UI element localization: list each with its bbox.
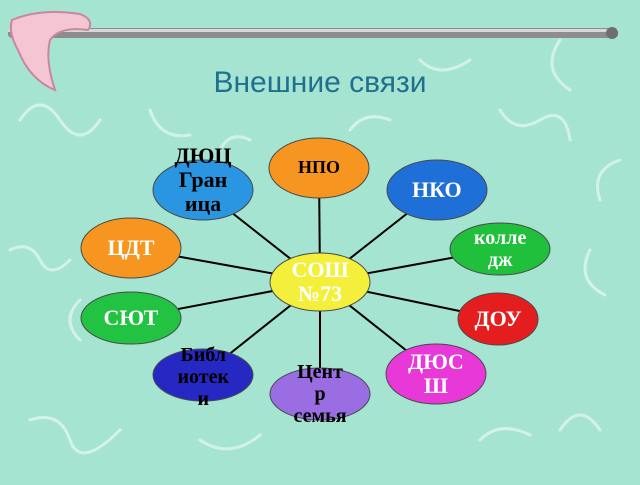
pattern-squiggle xyxy=(583,248,607,297)
node-label-cdt: ЦДТ xyxy=(107,235,155,260)
node-label-library: Библ иотек и xyxy=(177,344,229,410)
pattern-squiggle xyxy=(18,103,102,137)
node-label-college: колле дж xyxy=(474,227,527,271)
node-library xyxy=(152,348,254,402)
boomerang-icon xyxy=(9,11,92,92)
pattern-squiggle xyxy=(28,416,122,455)
node-dyussh xyxy=(385,343,487,405)
pattern-squiggle xyxy=(478,427,532,442)
pattern-squiggle xyxy=(558,413,602,432)
scroll-bar-highlight xyxy=(8,29,618,32)
node-label-nko: НКО xyxy=(412,177,462,202)
pattern-squiggle xyxy=(550,38,572,92)
hub-node xyxy=(269,252,371,312)
hub-label: СОШ №73 xyxy=(291,257,349,307)
node-college xyxy=(449,222,551,276)
pattern-squiggle xyxy=(418,58,472,72)
pattern-squiggle xyxy=(148,108,192,138)
node-dyuts xyxy=(152,159,254,221)
node-cdt xyxy=(80,217,182,279)
pattern-squiggle xyxy=(218,135,252,152)
node-center xyxy=(269,367,371,421)
pattern-squiggle xyxy=(8,245,72,272)
scroll-bar-knob xyxy=(606,27,618,39)
pattern-squiggle xyxy=(198,433,262,451)
background-pattern xyxy=(8,38,622,455)
node-label-center: Цент р семья xyxy=(293,361,347,427)
pattern-squiggle xyxy=(498,108,572,142)
node-dou xyxy=(457,292,539,346)
node-label-dyuts: ДЮЦ Гран ица xyxy=(174,142,232,216)
node-label-npo: НПО xyxy=(298,157,341,177)
node-label-dou: ДОУ xyxy=(474,306,522,331)
node-label-dyussh: ДЮС Ш xyxy=(408,349,464,399)
node-label-syut: СЮТ xyxy=(103,305,159,330)
pattern-squiggle xyxy=(596,158,622,202)
node-npo xyxy=(268,137,370,199)
node-syut xyxy=(80,291,182,345)
pattern-squiggle xyxy=(348,115,392,132)
node-nko xyxy=(386,159,488,221)
slide-title: Внешние связи xyxy=(213,66,427,99)
pattern-squiggle xyxy=(68,298,82,342)
